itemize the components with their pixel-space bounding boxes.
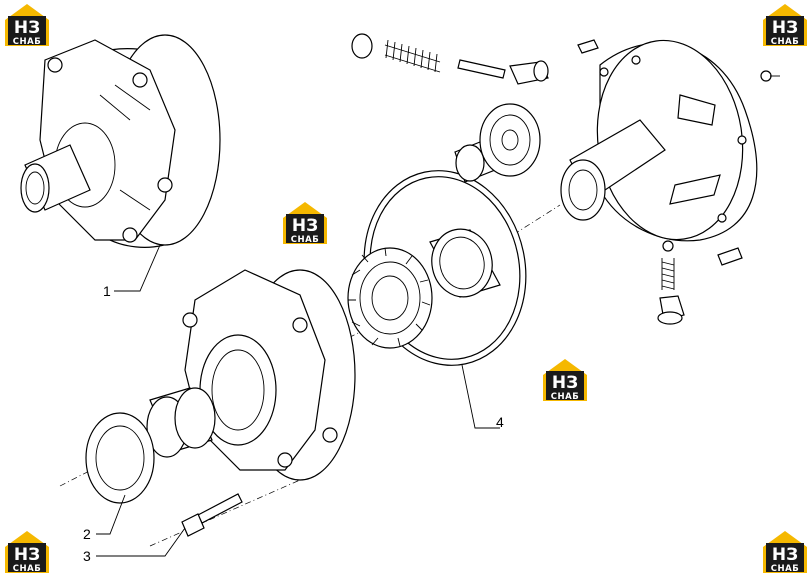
svg-text:СНАБ: СНАБ (13, 37, 41, 47)
leader-line-3 (96, 527, 186, 557)
svg-text:СНАБ: СНАБ (13, 564, 41, 574)
relief-plug (657, 295, 685, 325)
pump-cover-with-shaft (560, 39, 758, 242)
valve-piston (509, 60, 549, 85)
relief-ball (662, 240, 674, 252)
driven-gear (479, 103, 541, 177)
leader-line-2 (96, 494, 126, 535)
bearing-sleeve (429, 228, 501, 298)
svg-text:СНАБ: СНАБ (771, 564, 799, 574)
dowel-pin-lower (717, 247, 743, 266)
svg-text:НЗ: НЗ (14, 545, 40, 565)
svg-text:СНАБ: СНАБ (771, 37, 799, 47)
svg-text:НЗ: НЗ (772, 18, 798, 38)
callout-label-1: 1 (103, 283, 111, 299)
hex-bolt (181, 493, 243, 537)
leader-line-4 (461, 364, 500, 429)
pressure-spring (384, 39, 441, 73)
svg-text:НЗ: НЗ (14, 18, 40, 38)
dowel-pin-upper (577, 39, 599, 54)
svg-text:СНАБ: СНАБ (551, 392, 579, 402)
svg-text:НЗ: НЗ (772, 545, 798, 565)
svg-text:НЗ: НЗ (292, 216, 318, 236)
leader-line-1 (114, 244, 161, 292)
small-screw (760, 70, 780, 82)
svg-text:СНАБ: СНАБ (291, 235, 319, 245)
axis-line-bolt (149, 479, 301, 547)
pump-housing-lower (182, 269, 356, 481)
svg-text:НЗ: НЗ (552, 373, 578, 393)
callout-label-3: 3 (83, 548, 91, 564)
pin (457, 59, 506, 79)
pump-housing-upper (20, 34, 221, 248)
shaft-seal-ring (85, 412, 155, 504)
drive-gear (347, 247, 433, 349)
relief-spring (661, 258, 675, 290)
steel-ball (351, 33, 373, 59)
callout-label-2: 2 (83, 526, 91, 542)
callout-label-4: 4 (496, 414, 504, 430)
bearing-bushing (146, 387, 216, 458)
